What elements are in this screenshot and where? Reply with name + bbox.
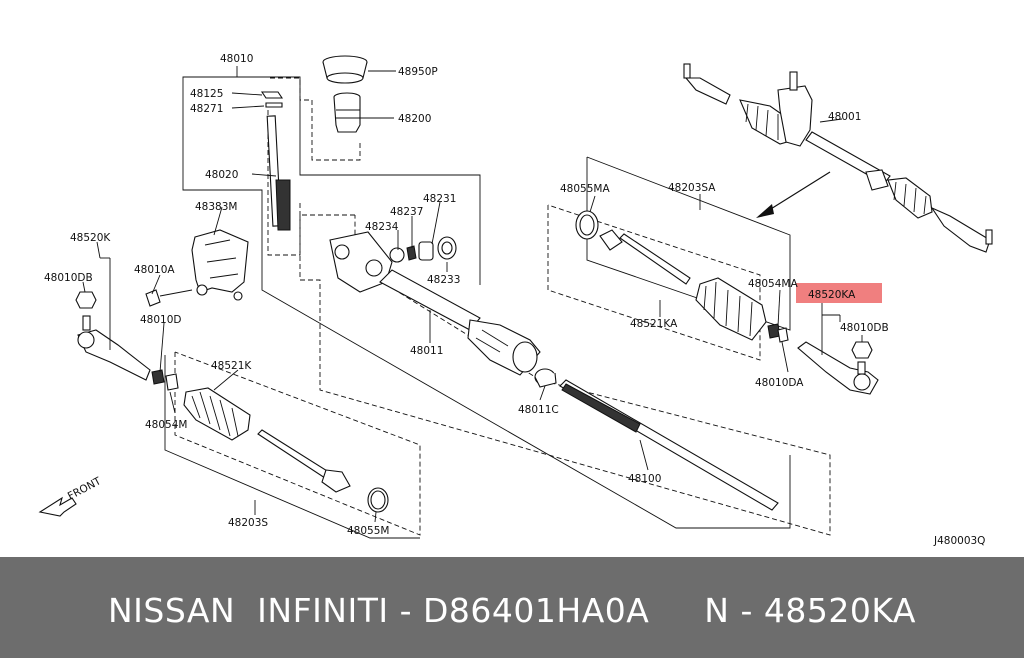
label-48055M: 48055M	[347, 525, 389, 537]
tie-rod-end-48520KA	[797, 341, 879, 395]
label-48010A: 48010A	[134, 264, 175, 276]
tie-rod-end-48520K	[77, 315, 151, 381]
label-48010DB-left: 48010DB	[44, 272, 93, 284]
label-48010D: 48010D	[140, 314, 182, 326]
label-48520KA: 48520KA	[808, 289, 856, 301]
label-48054M: 48054M	[145, 419, 187, 431]
rack-48100	[559, 379, 779, 511]
boot-48200	[333, 92, 361, 133]
frame-48203S	[164, 355, 420, 539]
label-48010DA: 48010DA	[755, 377, 804, 389]
frame-left-dashed	[174, 351, 421, 536]
nut-48010D	[151, 369, 179, 391]
bushing-48011C	[534, 368, 557, 388]
clamp-48055M	[367, 487, 389, 513]
label-48234: 48234	[365, 221, 399, 233]
label-48125: 48125	[190, 88, 223, 100]
label-48237: 48237	[390, 206, 423, 218]
label-48001: 48001	[828, 111, 861, 123]
label-48203S: 48203S	[228, 517, 268, 529]
parts-cluster-48231	[389, 236, 457, 263]
leader-lines	[82, 70, 863, 523]
frame-48020-dashed	[267, 110, 301, 256]
part-number-caption: NISSAN INFINITI - D86401HA0A N - 48520KA	[108, 591, 916, 630]
footer-bar: NISSAN INFINITI - D86401HA0A N - 48520KA	[0, 557, 1024, 658]
label-48231: 48231	[423, 193, 456, 205]
parts-diagram: 48010 48950P 48125 48271 48200 48020 483…	[38, 53, 993, 547]
label-48950P: 48950P	[398, 66, 438, 78]
label-48200: 48200	[398, 113, 431, 125]
label-48010: 48010	[220, 53, 253, 65]
highlight-48520KA	[796, 283, 882, 303]
label-48520K: 48520K	[70, 232, 111, 244]
inner-rod-48521KA	[599, 229, 691, 285]
label-front: FRONT	[66, 475, 104, 503]
label-48055MA: 48055MA	[560, 183, 610, 195]
boot-48521KA	[695, 277, 767, 341]
frame-top-dashed	[270, 77, 361, 161]
frame-48010-right	[237, 76, 481, 285]
frame-48010-outline	[182, 66, 791, 529]
gear-housing-48011	[329, 231, 541, 376]
boot-48950P	[322, 55, 368, 84]
label-ref-code: J480003Q	[933, 535, 985, 547]
nut-48010DB-left	[75, 291, 97, 309]
direction-arrow	[756, 171, 831, 218]
pinion-48020	[260, 91, 291, 231]
nut-48054MA	[767, 323, 789, 343]
label-48011: 48011	[410, 345, 443, 357]
clamp-48055MA	[575, 210, 599, 240]
front-arrow-icon	[38, 496, 77, 517]
frame-center-dashed	[299, 214, 831, 536]
label-48203SA: 48203SA	[668, 182, 716, 194]
nut-48010DB-right	[851, 341, 873, 359]
label-48011C: 48011C	[518, 404, 559, 416]
bracket-48383M	[191, 229, 249, 301]
inner-rod-48521K	[257, 429, 351, 493]
frame-right-dashed	[547, 204, 761, 361]
label-48233: 48233	[427, 274, 460, 286]
label-48100: 48100	[628, 473, 661, 485]
label-48383M: 48383M	[195, 201, 237, 213]
label-48271: 48271	[190, 103, 223, 115]
rack-assembly-48001	[683, 63, 993, 253]
label-48521K: 48521K	[211, 360, 252, 372]
label-48010DB-right: 48010DB	[840, 322, 889, 334]
boot-48521K	[183, 387, 251, 441]
label-48054MA: 48054MA	[748, 278, 798, 290]
label-48521KA: 48521KA	[630, 318, 678, 330]
label-48020: 48020	[205, 169, 238, 181]
